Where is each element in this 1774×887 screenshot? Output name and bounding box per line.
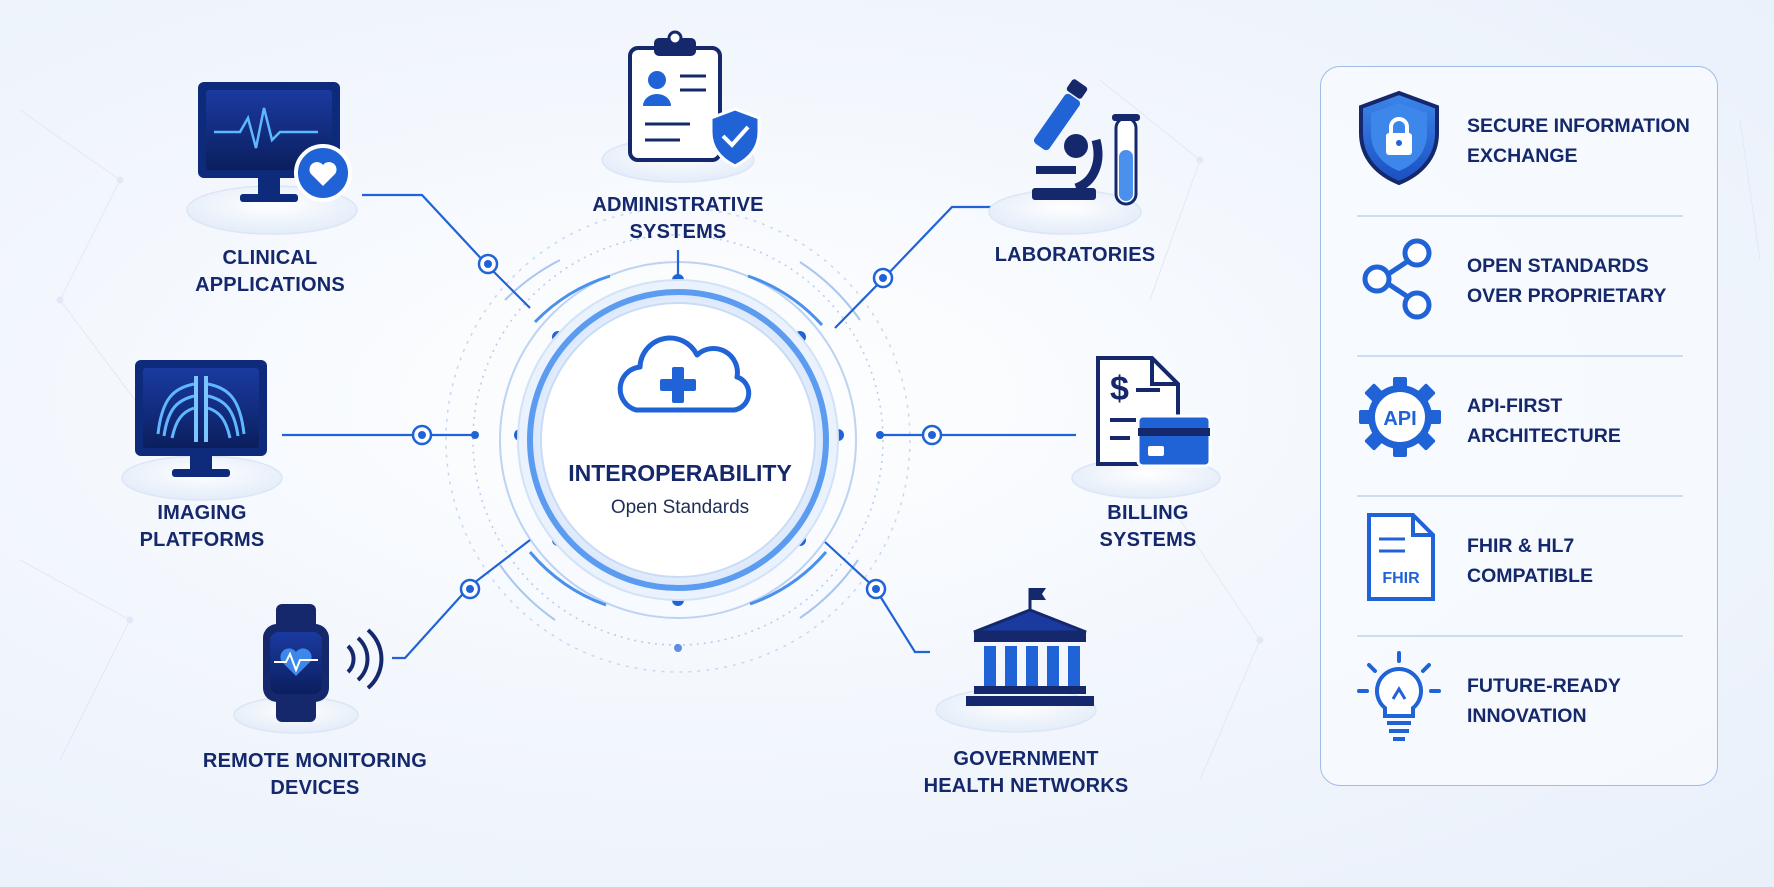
lightbulb-icon — [1357, 651, 1441, 741]
feature-api-first: API API-FIRST ARCHITECTURE — [1321, 347, 1719, 487]
panel-divider — [1357, 355, 1683, 357]
connector-laboratories — [834, 205, 1005, 329]
node-label-line: HEALTH NETWORKS — [923, 775, 1129, 797]
node-label-billing: BILLING SYSTEMS — [1058, 500, 1238, 554]
clipboard-shield-icon — [628, 30, 761, 168]
feature-secure-exchange: SECURE INFORMATION EXCHANGE — [1321, 67, 1719, 207]
feature-text: FUTURE-READY INNOVATION — [1467, 671, 1621, 731]
feature-line: COMPATIBLE — [1467, 565, 1594, 587]
connector-lines — [282, 193, 1076, 660]
feature-text: OPEN STANDARDS OVER PROPRIETARY — [1467, 251, 1666, 311]
node-label-line: PLATFORMS — [139, 529, 265, 551]
microscope-icon — [1032, 79, 1140, 206]
feature-text: FHIR & HL7 COMPATIBLE — [1467, 531, 1593, 591]
feature-text: SECURE INFORMATION EXCHANGE — [1467, 111, 1690, 171]
interoperability-hub — [517, 279, 839, 601]
feature-line: FHIR & HL7 — [1467, 535, 1575, 557]
node-label-line: DEVICES — [270, 777, 360, 799]
node-label-imaging: IMAGING PLATFORMS — [112, 500, 292, 554]
node-label-line: SYSTEMS — [1099, 529, 1197, 551]
feature-line: INNOVATION — [1467, 705, 1587, 727]
invoice-card-icon: $ — [1096, 356, 1212, 468]
node-label-line: LABORATORIES — [994, 244, 1156, 266]
node-label-government: GOVERNMENT HEALTH NETWORKS — [906, 746, 1146, 800]
feature-line: API-FIRST — [1467, 395, 1563, 417]
feature-line: OPEN STANDARDS — [1467, 255, 1649, 277]
heart-monitor-icon — [198, 82, 352, 202]
panel-divider — [1357, 495, 1683, 497]
svg-text:$: $ — [1110, 370, 1129, 408]
panel-divider — [1357, 635, 1683, 637]
connector-remote — [392, 539, 531, 660]
hub-subtitle: Open Standards — [610, 497, 750, 518]
fhir-icon-text: FHIR — [1382, 570, 1420, 587]
node-label-remote: REMOTE MONITORING DEVICES — [185, 748, 445, 802]
feature-open-standards: OPEN STANDARDS OVER PROPRIETARY — [1321, 207, 1719, 347]
connector-clinical — [362, 193, 531, 309]
node-label-line: GOVERNMENT — [953, 748, 1099, 770]
fhir-document-icon: FHIR — [1367, 513, 1435, 601]
node-label-line: SYSTEMS — [629, 221, 727, 243]
share-nodes-icon — [1362, 238, 1432, 320]
government-building-icon — [966, 588, 1094, 706]
api-icon-text: API — [1383, 408, 1416, 430]
feature-text: API-FIRST ARCHITECTURE — [1467, 391, 1621, 451]
features-panel: SECURE INFORMATION EXCHANGE OPEN STANDAR… — [1320, 66, 1718, 786]
feature-line: OVER PROPRIETARY — [1467, 285, 1667, 307]
panel-divider — [1357, 215, 1683, 217]
node-label-line: APPLICATIONS — [195, 274, 345, 296]
smartwatch-icon — [263, 604, 384, 722]
node-label-administrative: ADMINISTRATIVE SYSTEMS — [568, 192, 788, 246]
node-label-laboratories: LABORATORIES — [985, 242, 1165, 269]
cloud-plus-icon — [617, 335, 752, 413]
shield-lock-icon — [1359, 90, 1439, 185]
node-label-line: REMOTE MONITORING — [202, 750, 428, 772]
background-network — [19, 79, 1761, 781]
feature-line: SECURE INFORMATION — [1467, 115, 1690, 137]
node-label-line: CLINICAL — [222, 247, 318, 269]
feature-line: ARCHITECTURE — [1467, 425, 1621, 447]
connector-government — [824, 541, 930, 654]
xray-monitor-icon — [135, 360, 267, 477]
node-label-line: IMAGING — [157, 502, 247, 524]
feature-future-ready: FUTURE-READY INNOVATION — [1321, 627, 1719, 767]
node-label-clinical: CLINICAL APPLICATIONS — [180, 245, 360, 299]
feature-fhir-hl7: FHIR FHIR & HL7 COMPATIBLE — [1321, 487, 1719, 627]
node-label-line: ADMINISTRATIVE — [592, 194, 764, 216]
node-label-line: BILLING — [1107, 502, 1189, 524]
feature-line: EXCHANGE — [1467, 145, 1578, 167]
feature-line: FUTURE-READY — [1467, 675, 1621, 697]
hub-title: INTEROPERABILITY — [568, 460, 792, 486]
api-gear-icon: API — [1359, 377, 1441, 457]
